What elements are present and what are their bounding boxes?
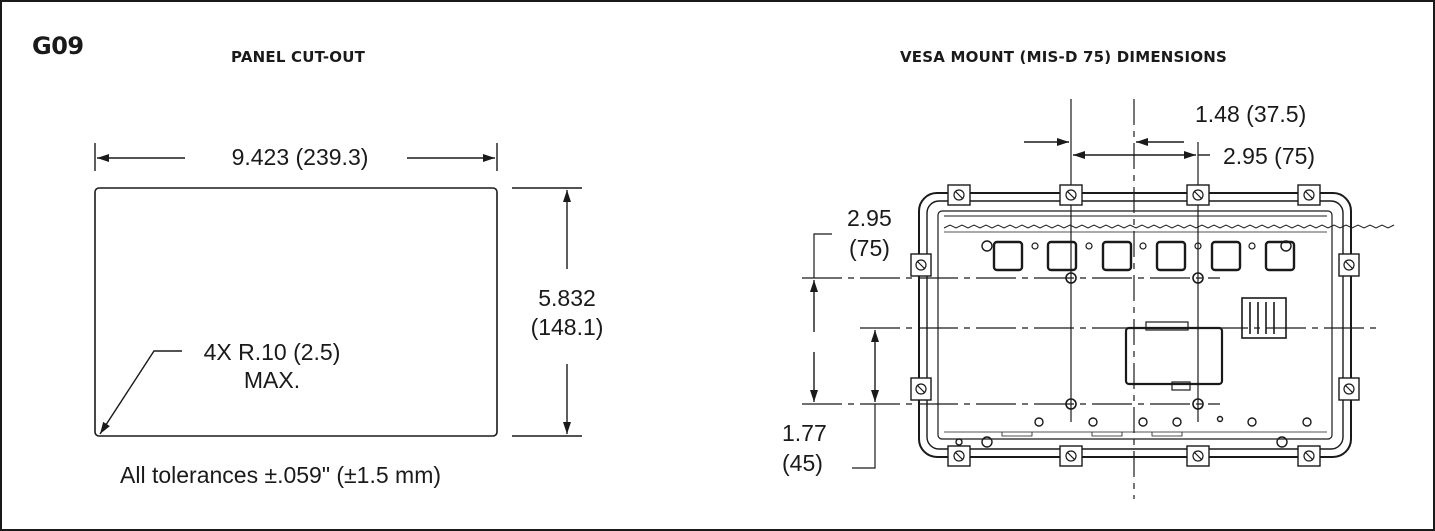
serrated-strip xyxy=(943,224,1395,229)
offset-mm: (45) xyxy=(782,450,823,476)
spacing-label: 2.95 (75) xyxy=(1223,143,1315,169)
vertical-spacing-mm: (75) xyxy=(849,235,890,261)
edge-tabs xyxy=(910,184,1360,467)
enclosure-rim xyxy=(926,200,1344,450)
figure-code: G09 xyxy=(32,32,84,60)
width-dim-label: 9.423 (239.3) xyxy=(232,144,369,170)
edge-screws xyxy=(915,189,1355,462)
central-module xyxy=(1124,326,1224,386)
height-dim-inches: 5.832 xyxy=(538,285,596,311)
vesa-mount-title: VESA MOUNT (MIS-D 75) DIMENSIONS xyxy=(900,48,1228,66)
offset-leader xyxy=(852,404,876,469)
cutout-outline xyxy=(94,187,498,437)
enclosure-outer xyxy=(918,192,1352,458)
bottom-holes xyxy=(955,415,1312,448)
half-spacing-label: 1.48 (37.5) xyxy=(1195,101,1306,127)
height-dim-mm: (148.1) xyxy=(531,314,604,340)
enclosure-inner xyxy=(937,210,1333,440)
vesa-mount-drawing xyxy=(802,99,1395,499)
offset-inches: 1.77 xyxy=(782,420,827,446)
tolerance-note: All tolerances ±.059" (±1.5 mm) xyxy=(120,462,441,488)
radius-leader xyxy=(99,350,182,435)
vent-grille xyxy=(1241,297,1287,339)
connector-row xyxy=(992,240,1296,272)
panel-cutout-drawing xyxy=(94,143,582,437)
vertical-spacing-inches: 2.95 xyxy=(847,205,892,231)
vert-spacing-leader xyxy=(813,233,832,278)
panel-cutout-title: PANEL CUT-OUT xyxy=(231,48,366,66)
connector-pins xyxy=(1031,242,1256,250)
radius-note-line1: 4X R.10 (2.5) xyxy=(204,339,341,365)
radius-note-line2: MAX. xyxy=(244,367,300,393)
